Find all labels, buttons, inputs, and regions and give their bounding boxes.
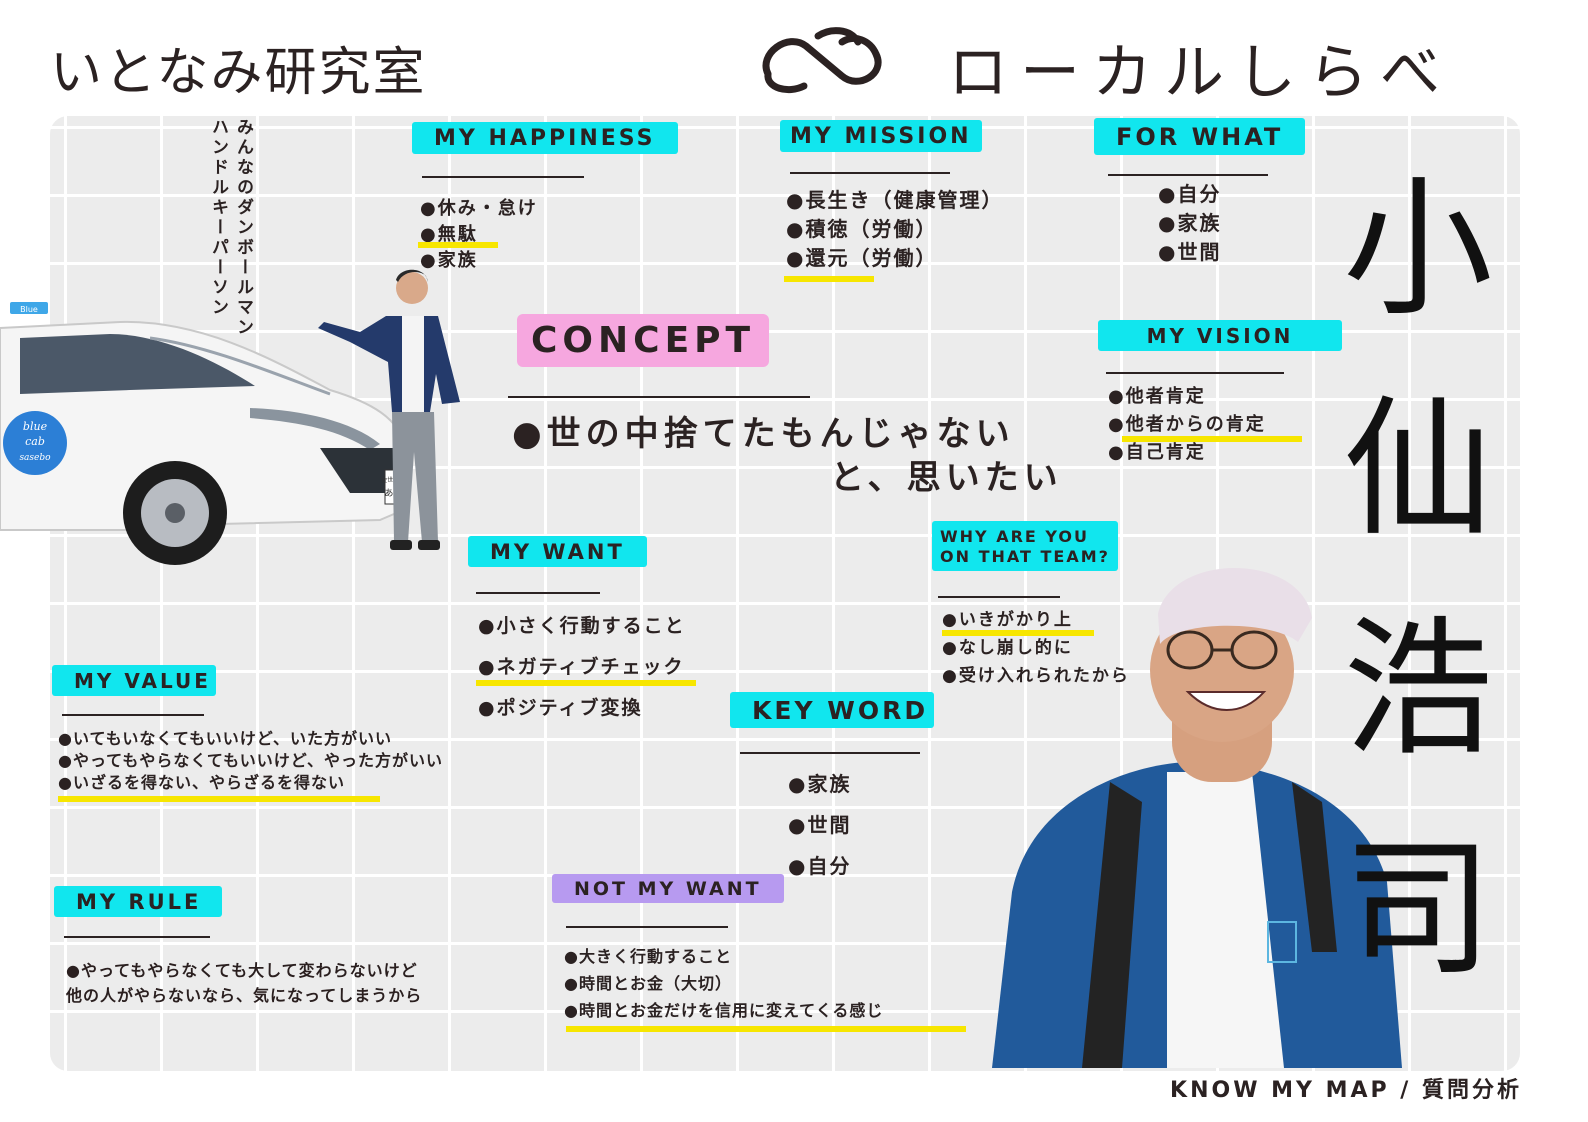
highlight-happiness bbox=[418, 242, 498, 248]
name-char-4: 司 bbox=[1342, 823, 1493, 997]
infinity-link-icon bbox=[762, 27, 882, 93]
footer-caption: KNOW MY MAP / 質問分析 bbox=[1170, 1078, 1522, 1103]
happiness-item: 無駄 bbox=[420, 222, 538, 248]
name-char-3: 浩 bbox=[1342, 603, 1493, 777]
list-want: 小さく行動すること ネガティブチェック ポジティブ変換 bbox=[478, 606, 686, 729]
not-want-item: 時間とお金だけを信用に変えてくる感じ bbox=[564, 997, 883, 1024]
list-value: いてもいなくてもいいけど、いた方がいい やってもやらなくてもいいけど、やった方が… bbox=[58, 728, 443, 794]
section-title-mission: MY MISSION bbox=[780, 120, 982, 152]
concept-text: ●世の中捨てたもんじゃない と、思いたい bbox=[512, 412, 1063, 500]
taxi-car-photo: blue cab sasebo Blue 佐世保300 あ 15 bbox=[0, 302, 411, 565]
concept-line1: ●世の中捨てたもんじゃない bbox=[512, 414, 1015, 454]
rule-rule bbox=[64, 936, 210, 938]
section-title-for-what: FOR WHAT bbox=[1094, 118, 1306, 155]
rule-text: ●やってもやらなくても大して変わらないけど 他の人がやらないなら、気になってしま… bbox=[66, 958, 422, 1008]
list-happiness: 休み・怠け 無駄 家族 bbox=[420, 196, 538, 274]
section-title-value: MY VALUE bbox=[52, 665, 216, 696]
list-mission: 長生き（健康管理） 積徳（労働） 還元（労働） bbox=[786, 186, 1003, 273]
section-title-happiness: MY HAPPINESS bbox=[412, 122, 678, 154]
section-title-why-team: WHY ARE YOU ON THAT TEAM? bbox=[932, 521, 1118, 571]
for-what-item: 家族 bbox=[1158, 209, 1221, 238]
why-team-title-line2: ON THAT TEAM? bbox=[940, 547, 1110, 566]
why-team-item: いきがかり上 bbox=[942, 606, 1130, 634]
vision-item: 他者肯定 bbox=[1108, 383, 1266, 411]
section-title-keyword: KEY WORD bbox=[730, 692, 934, 728]
section-title-vision: MY VISION bbox=[1098, 320, 1342, 351]
rule-concept bbox=[508, 396, 810, 398]
why-team-title-line1: WHY ARE YOU bbox=[940, 527, 1090, 546]
keyword-item: 自分 bbox=[788, 846, 851, 887]
rule-why-team bbox=[938, 596, 1060, 598]
keyword-item: 世間 bbox=[788, 805, 851, 846]
highlight-want bbox=[476, 680, 696, 686]
mission-item: 積徳（労働） bbox=[786, 215, 1003, 244]
keyword-item: 家族 bbox=[788, 764, 851, 805]
roof-sign-text: Blue bbox=[20, 305, 38, 314]
rule-value bbox=[62, 714, 204, 716]
not-want-item: 時間とお金（大切） bbox=[564, 970, 883, 997]
rule-vision bbox=[1106, 372, 1284, 374]
for-what-item: 世間 bbox=[1158, 238, 1221, 267]
want-item: ポジティブ変換 bbox=[478, 688, 686, 729]
highlight-mission bbox=[784, 276, 874, 282]
vision-item: 自己肯定 bbox=[1108, 439, 1266, 467]
mission-item: 還元（労働） bbox=[786, 244, 1003, 273]
list-keyword: 家族 世間 自分 bbox=[788, 764, 851, 887]
happiness-item: 家族 bbox=[420, 248, 538, 274]
want-item: ネガティブチェック bbox=[478, 647, 686, 688]
highlight-why-team bbox=[942, 630, 1094, 636]
section-title-want: MY WANT bbox=[468, 536, 647, 567]
portrait-photo bbox=[992, 567, 1402, 1068]
value-item: いてもいなくてもいいけど、いた方がいい bbox=[58, 728, 443, 750]
concept-line2: と、思いたい bbox=[830, 458, 1063, 498]
rule-line2: 他の人がやらないなら、気になってしまうから bbox=[66, 986, 423, 1005]
rule-for-what bbox=[1108, 174, 1268, 176]
section-title-concept: CONCEPT bbox=[517, 314, 770, 367]
highlight-not-want bbox=[566, 1026, 966, 1032]
list-vision: 他者肯定 他者からの肯定 自己肯定 bbox=[1108, 383, 1266, 467]
mission-item: 長生き（健康管理） bbox=[786, 186, 1003, 215]
standing-man-photo bbox=[318, 269, 460, 550]
rule-not-want bbox=[566, 926, 728, 928]
highlight-vision bbox=[1122, 436, 1302, 442]
value-item: いざるを得ない、やらざるを得ない bbox=[58, 772, 443, 794]
rule-want bbox=[476, 592, 600, 594]
name-char-2: 仙 bbox=[1342, 383, 1493, 557]
value-item: やってもやらなくてもいいけど、やった方がいい bbox=[58, 750, 443, 772]
nickname-vertical: みんなのダンボールマン ハンドルキーパーソン bbox=[208, 118, 253, 338]
section-title-not-want: NOT MY WANT bbox=[552, 874, 784, 903]
list-not-want: 大きく行動すること 時間とお金（大切） 時間とお金だけを信用に変えてくる感じ bbox=[564, 943, 883, 1024]
list-why-team: いきがかり上 なし崩し的に 受け入れられたから bbox=[942, 606, 1130, 690]
rule-line1: ●やってもやらなくても大して変わらないけど bbox=[66, 961, 418, 980]
brand-right-title: ローカルしらべ bbox=[948, 38, 1452, 108]
car-logo-line2: cab bbox=[25, 435, 45, 448]
list-for-what: 自分 家族 世間 bbox=[1158, 180, 1221, 267]
name-char-1: 小 bbox=[1342, 163, 1493, 337]
person-name-vertical: 小 仙 浩 司 bbox=[1328, 140, 1508, 1020]
brand-left-title: いとなみ研究室 bbox=[50, 43, 427, 103]
car-logo-line3: sasebo bbox=[19, 453, 51, 463]
section-title-rule: MY RULE bbox=[54, 886, 222, 917]
for-what-item: 自分 bbox=[1158, 180, 1221, 209]
why-team-item: なし崩し的に bbox=[942, 634, 1130, 662]
vision-item: 他者からの肯定 bbox=[1108, 411, 1266, 439]
rule-keyword bbox=[740, 752, 920, 754]
want-item: 小さく行動すること bbox=[478, 606, 686, 647]
car-logo-line1: blue bbox=[23, 420, 48, 433]
rule-mission bbox=[790, 172, 950, 174]
rule-happiness bbox=[422, 176, 584, 178]
highlight-value bbox=[58, 796, 380, 802]
not-want-item: 大きく行動すること bbox=[564, 943, 883, 970]
happiness-item: 休み・怠け bbox=[420, 196, 538, 222]
why-team-item: 受け入れられたから bbox=[942, 662, 1130, 690]
